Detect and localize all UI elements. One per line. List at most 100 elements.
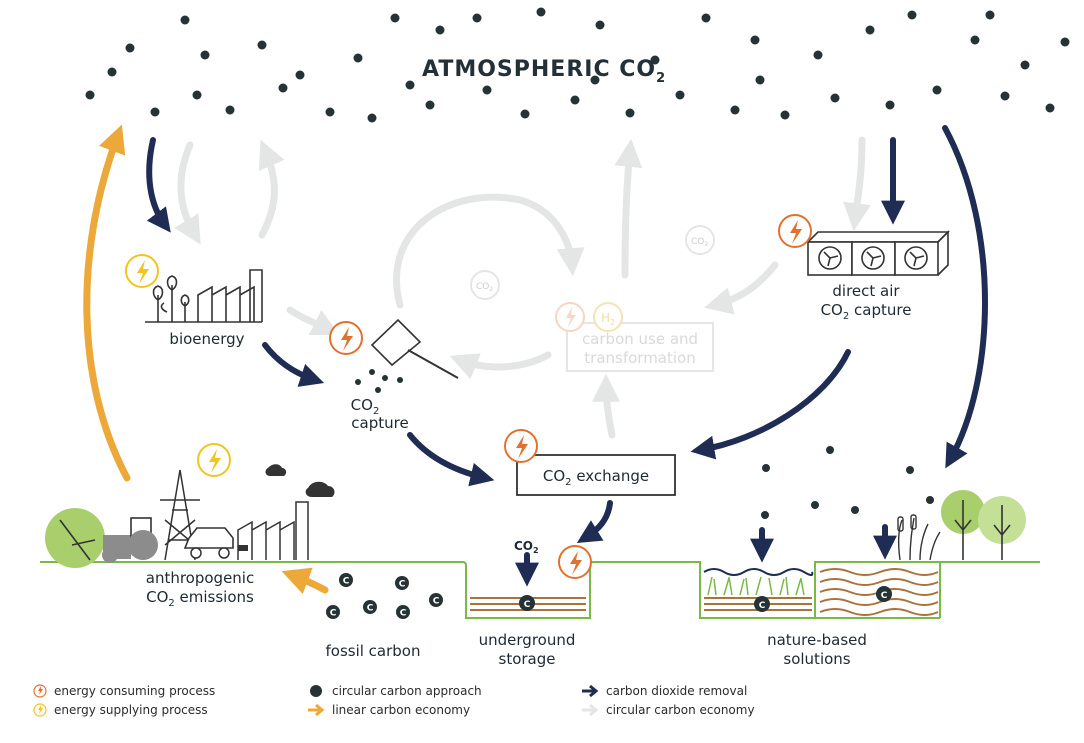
carbon-letter: C xyxy=(400,609,407,619)
co2-dot xyxy=(907,10,917,20)
co2-dot xyxy=(985,10,995,20)
nature-based-wetland: C xyxy=(703,568,814,612)
legend-item: carbon dioxide removal xyxy=(582,684,747,698)
co2-dot xyxy=(1045,103,1055,113)
co2-dot xyxy=(851,506,859,514)
carbon-dot-icon xyxy=(363,600,377,614)
carbon-dot-icon xyxy=(326,605,340,619)
co2-exchange-label: CO2 exchange xyxy=(543,467,649,488)
svg-text:CO2: CO2 xyxy=(691,237,708,248)
co2-dot xyxy=(472,13,482,23)
co2-dot xyxy=(536,7,546,17)
svg-text:CO2: CO2 xyxy=(476,282,493,293)
co2-capture-label-2: capture xyxy=(351,414,408,432)
svg-text:C: C xyxy=(759,601,766,611)
co2-dot xyxy=(701,13,711,23)
direct-air-label-2: CO2 capture xyxy=(821,301,912,322)
underground-storage: C CO2 xyxy=(470,539,592,611)
co2-dot xyxy=(932,85,942,95)
lightning-orange-icon xyxy=(778,214,812,248)
co2-dot xyxy=(435,25,445,35)
co2-dot xyxy=(885,100,895,110)
anthropogenic-label: anthropogenic xyxy=(146,569,254,587)
co2-dot xyxy=(826,446,834,454)
carbon-removal-arrows xyxy=(146,125,988,587)
co2-capture-net xyxy=(329,318,459,393)
co2-dot xyxy=(200,50,210,60)
svg-text:carbon use and: carbon use and xyxy=(582,330,698,348)
co2-dot xyxy=(970,35,980,45)
co2-dot xyxy=(405,80,415,90)
co2-dot xyxy=(625,108,635,118)
co2-dot xyxy=(482,85,492,95)
svg-text:energy supplying process: energy supplying process xyxy=(54,703,208,717)
svg-text:circular carbon approach: circular carbon approach xyxy=(332,684,482,698)
co2-dot xyxy=(650,55,660,65)
co2-dot xyxy=(755,75,765,85)
svg-text:energy consuming process: energy consuming process xyxy=(54,684,215,698)
svg-text:H2: H2 xyxy=(601,311,615,327)
co2-dot xyxy=(107,67,117,77)
co2-label: CO2 xyxy=(514,539,539,555)
co2-dot xyxy=(295,70,305,80)
legend-item: energy supplying process xyxy=(33,703,208,717)
co2-dot xyxy=(865,25,875,35)
atmospheric-co2-title: ATMOSPHERIC CO2 xyxy=(422,57,666,86)
navy-arrow-icon xyxy=(582,684,599,698)
co2-dot xyxy=(125,43,135,53)
co2-dot xyxy=(675,90,685,100)
hydrogen-icon xyxy=(593,302,623,332)
co2-dot xyxy=(278,83,288,93)
orange-arrow-icon xyxy=(308,703,325,717)
co2-dot xyxy=(750,35,760,45)
carbon-letter: C xyxy=(330,609,337,619)
co2-dot xyxy=(1020,60,1030,70)
bioenergy-plant xyxy=(145,269,263,323)
co2-dot xyxy=(192,90,202,100)
underground-label: underground xyxy=(479,631,576,649)
co2-dot xyxy=(150,107,160,117)
nature-based-label: nature-based xyxy=(767,631,867,649)
co2-dot xyxy=(590,75,600,85)
co2-dot xyxy=(520,109,530,119)
svg-text:transformation: transformation xyxy=(584,349,695,367)
underground-label-2: storage xyxy=(499,650,556,668)
legend-item: circular carbon economy xyxy=(582,703,755,717)
co2-dot xyxy=(570,95,580,105)
carbon-letter: C xyxy=(399,580,406,590)
co2-dot xyxy=(180,15,190,25)
co2-bubble-icon: CO2 xyxy=(685,225,715,255)
carbon-dot-icon xyxy=(395,576,409,590)
co2-capture-label: CO2 xyxy=(351,396,380,417)
co2-dot xyxy=(761,511,769,519)
anthropogenic-label-2: CO2 emissions xyxy=(146,588,254,609)
co2-dot xyxy=(811,501,819,509)
linear-economy-arrows xyxy=(83,124,329,595)
co2-dot xyxy=(225,105,235,115)
co2-bubble-icon: CO2 xyxy=(470,270,500,300)
co2-dot xyxy=(85,90,95,100)
co2-dot xyxy=(926,496,934,504)
co2-dot xyxy=(830,93,840,103)
anthropogenic-scene xyxy=(45,464,335,568)
carbon-dot-icon xyxy=(429,593,443,607)
carbon-letter: C xyxy=(367,604,374,614)
co2-exchange-box: CO2 exchange xyxy=(504,429,676,496)
co2-dot xyxy=(353,53,363,63)
co2-dot xyxy=(257,40,267,50)
co2-dot xyxy=(762,464,770,472)
svg-text:C: C xyxy=(881,591,888,601)
direct-air-capture-fans xyxy=(806,230,950,276)
carbon-dot-icon xyxy=(396,605,410,619)
co2-dot xyxy=(390,13,400,23)
fossil-carbon-label: fossil carbon xyxy=(325,642,420,660)
direct-air-label: direct air xyxy=(832,282,900,300)
legend-item: circular carbon approach xyxy=(310,684,482,698)
carbon-dot-icon xyxy=(339,573,353,587)
carbon-dot-icon xyxy=(310,685,322,697)
bioenergy-label: bioenergy xyxy=(169,330,244,348)
co2-dot xyxy=(906,466,914,474)
lightning-yellow-icon xyxy=(197,443,231,477)
